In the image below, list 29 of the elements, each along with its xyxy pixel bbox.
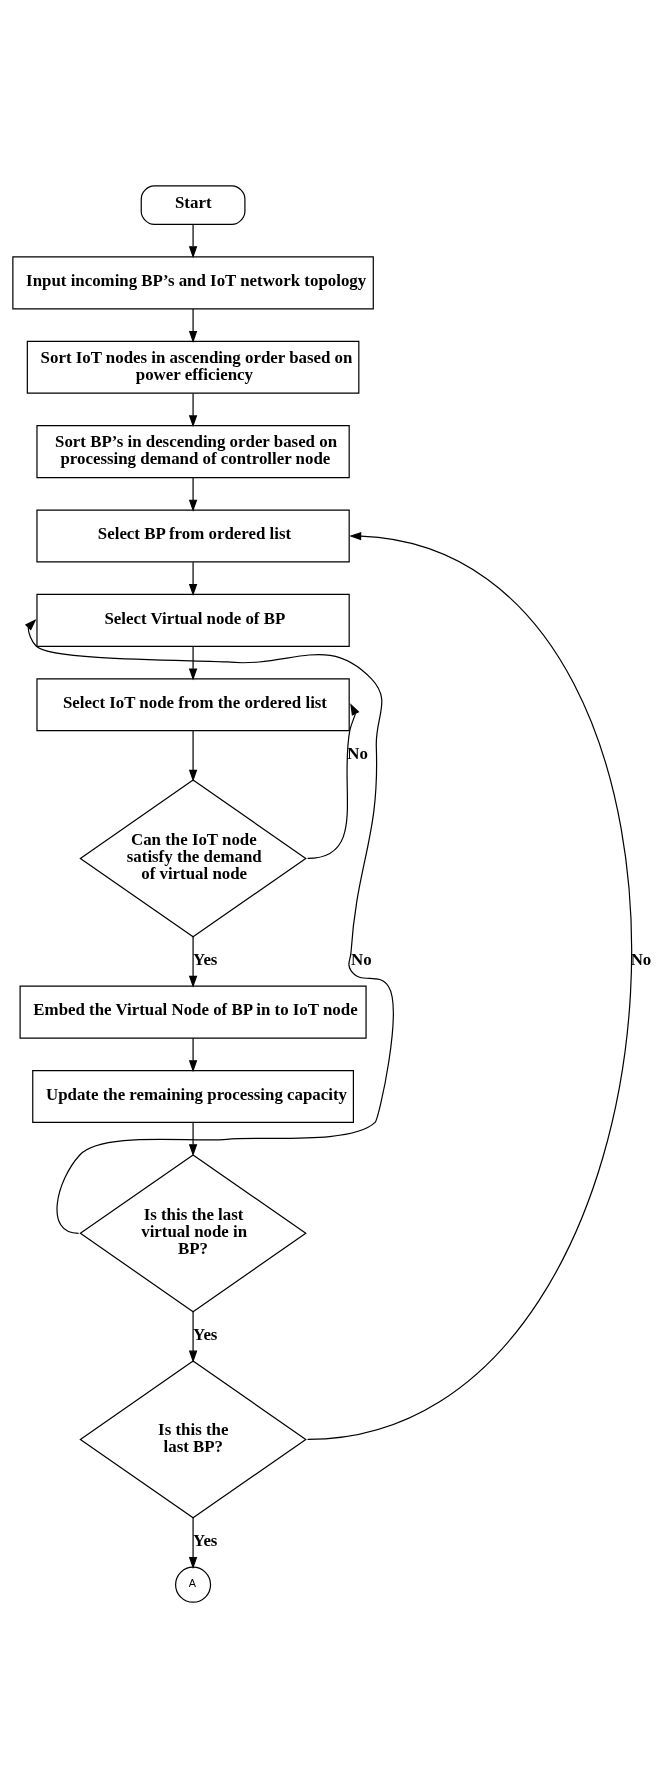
node-box: Start (140, 184, 246, 225)
arrow (188, 392, 198, 427)
arrow (188, 645, 198, 680)
node-diamond: Is this the last BP? (79, 1359, 307, 1519)
arrow (188, 935, 198, 988)
arrow (188, 476, 198, 512)
node-box: Sort BP’s in descending order based on processing demand of controller node (36, 424, 350, 478)
node-box: Update the remaining processing capacity (32, 1069, 354, 1123)
arrow (188, 1121, 198, 1156)
node-box: Select BP from ordered list (36, 508, 350, 562)
arrow (188, 223, 198, 258)
edge-label: No (350, 949, 372, 969)
node-box: Input incoming BP’s and IoT network topology (12, 255, 374, 309)
arrow (307, 531, 632, 1440)
arrow (188, 1311, 198, 1363)
arrow (188, 1516, 198, 1569)
node-circle: A (175, 1566, 212, 1603)
node-box: Select IoT node from the ordered list (36, 677, 350, 731)
arrow (307, 702, 360, 859)
arrow (188, 561, 198, 596)
node-diamond: Can the IoT node satisfy the demand of virtual node (79, 778, 307, 938)
node-box: Sort IoT nodes in ascending order based on power efficiency (26, 340, 360, 394)
node-box: Select Virtual node of BP (36, 593, 350, 647)
node-diamond: Is this the last virtual node in BP? (79, 1153, 307, 1312)
arrow (24, 618, 394, 1234)
arrow (188, 729, 198, 782)
arrow (188, 1037, 198, 1072)
node-box: Embed the Virtual Node of BP in to IoT node (19, 985, 367, 1039)
arrow (188, 308, 198, 343)
